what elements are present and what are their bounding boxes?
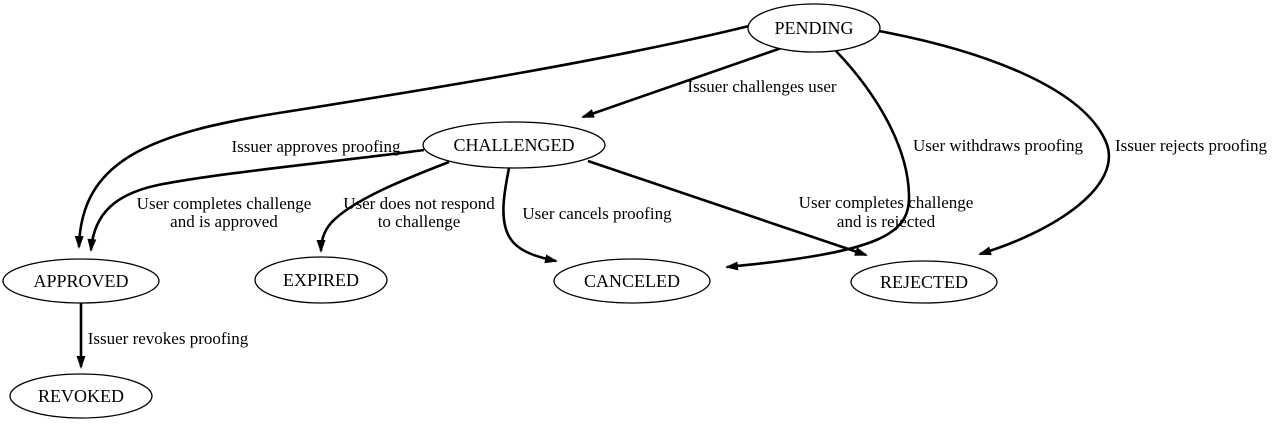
state-label-approved: APPROVED (33, 271, 128, 291)
edge-pending-challenged: Issuer challenges user (581, 44, 837, 119)
edge-pending-canceled: User withdraws proofing (725, 50, 1083, 271)
edge-challenged-expired: User does not respond to challenge (316, 160, 495, 253)
state-node-pending: PENDING (747, 3, 881, 53)
edge-label-user-does-not-respond-line1: User does not respond (343, 194, 495, 213)
state-label-rejected: REJECTED (880, 272, 968, 292)
state-label-expired: EXPIRED (283, 270, 359, 290)
state-node-canceled: CANCELED (553, 258, 711, 304)
state-label-challenged: CHALLENGED (454, 135, 575, 155)
edge-label-issuer-revokes-proofing: Issuer revokes proofing (88, 329, 249, 348)
state-node-expired: EXPIRED (254, 256, 388, 304)
edge-label-user-cancels-proofing: User cancels proofing (522, 204, 672, 223)
edge-label-issuer-challenges-user: Issuer challenges user (687, 77, 837, 96)
edge-pending-approved: Issuer approves proofing (74, 24, 750, 249)
edge-label-user-completes-challenge-approved-line1: User completes challenge (137, 194, 312, 213)
edge-label-user-withdraws-proofing: User withdraws proofing (913, 136, 1083, 155)
edge-challenged-approved: User completes challenge and is approved (87, 148, 425, 252)
state-node-challenged: CHALLENGED (422, 121, 606, 169)
edge-label-user-completes-challenge-rejected-line1: User completes challenge (799, 193, 974, 212)
edge-challenged-rejected: User completes challenge and is rejected (587, 159, 974, 257)
state-node-revoked: REVOKED (9, 373, 153, 419)
state-node-rejected: REJECTED (850, 260, 998, 304)
edge-pending-rejected: Issuer rejects proofing (878, 29, 1268, 256)
state-node-approved: APPROVED (2, 258, 160, 304)
state-label-pending: PENDING (775, 18, 854, 38)
edge-label-user-completes-challenge-rejected-line2: and is rejected (837, 212, 936, 231)
state-label-revoked: REVOKED (38, 386, 124, 406)
edge-label-user-does-not-respond-line2: to challenge (378, 212, 461, 231)
state-label-canceled: CANCELED (584, 271, 680, 291)
edge-label-user-completes-challenge-approved-line2: and is approved (170, 212, 278, 231)
edge-approved-revoked: Issuer revokes proofing (76, 303, 249, 369)
edge-label-issuer-rejects-proofing: Issuer rejects proofing (1115, 136, 1268, 155)
edge-challenged-canceled: User cancels proofing (502, 167, 672, 264)
edge-label-issuer-approves-proofing: Issuer approves proofing (231, 137, 401, 156)
